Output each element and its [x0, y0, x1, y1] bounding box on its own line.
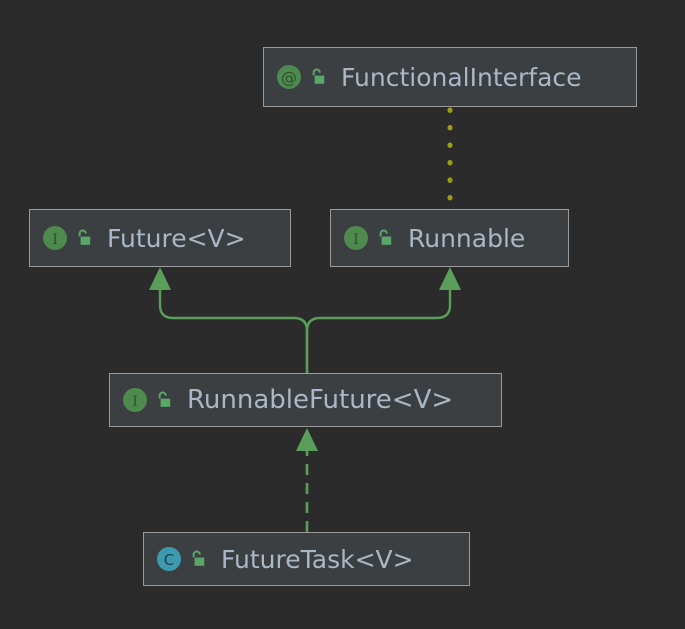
node-label: Future<V> — [107, 223, 246, 253]
edge-futuretask-runnablefuture — [296, 428, 318, 532]
public-unlocked-padlock-icon — [312, 68, 325, 84]
interface-icon: I — [344, 226, 368, 250]
svg-text:I: I — [353, 232, 359, 248]
svg-text:I: I — [132, 394, 138, 410]
public-unlocked-padlock-icon — [78, 229, 91, 245]
interface-icon: I — [43, 226, 67, 250]
node-label: Runnable — [408, 223, 526, 253]
node-runnable[interactable]: I Runnable — [330, 209, 569, 267]
node-runnablefuture[interactable]: I RunnableFuture<V> — [109, 373, 502, 427]
class-icon: C — [157, 547, 181, 571]
node-label: FunctionalInterface — [341, 62, 582, 92]
node-label: FutureTask<V> — [221, 544, 414, 574]
edge-runnablefuture-runnable — [305, 267, 461, 373]
svg-text:@: @ — [281, 68, 297, 87]
node-label: RunnableFuture<V> — [187, 385, 454, 415]
node-futuretask[interactable]: C FutureTask<V> — [143, 532, 470, 586]
public-unlocked-padlock-icon — [158, 391, 171, 407]
annotation-icon: @ — [277, 65, 301, 89]
svg-text:I: I — [52, 232, 58, 248]
node-functionalinterface[interactable]: @ FunctionalInterface — [263, 47, 637, 107]
public-unlocked-padlock-icon — [379, 229, 392, 245]
edge-runnablefuture-future — [149, 267, 309, 373]
svg-text:C: C — [164, 551, 174, 569]
public-unlocked-padlock-icon — [192, 550, 205, 566]
node-future[interactable]: I Future<V> — [29, 209, 291, 267]
interface-icon: I — [123, 388, 147, 412]
